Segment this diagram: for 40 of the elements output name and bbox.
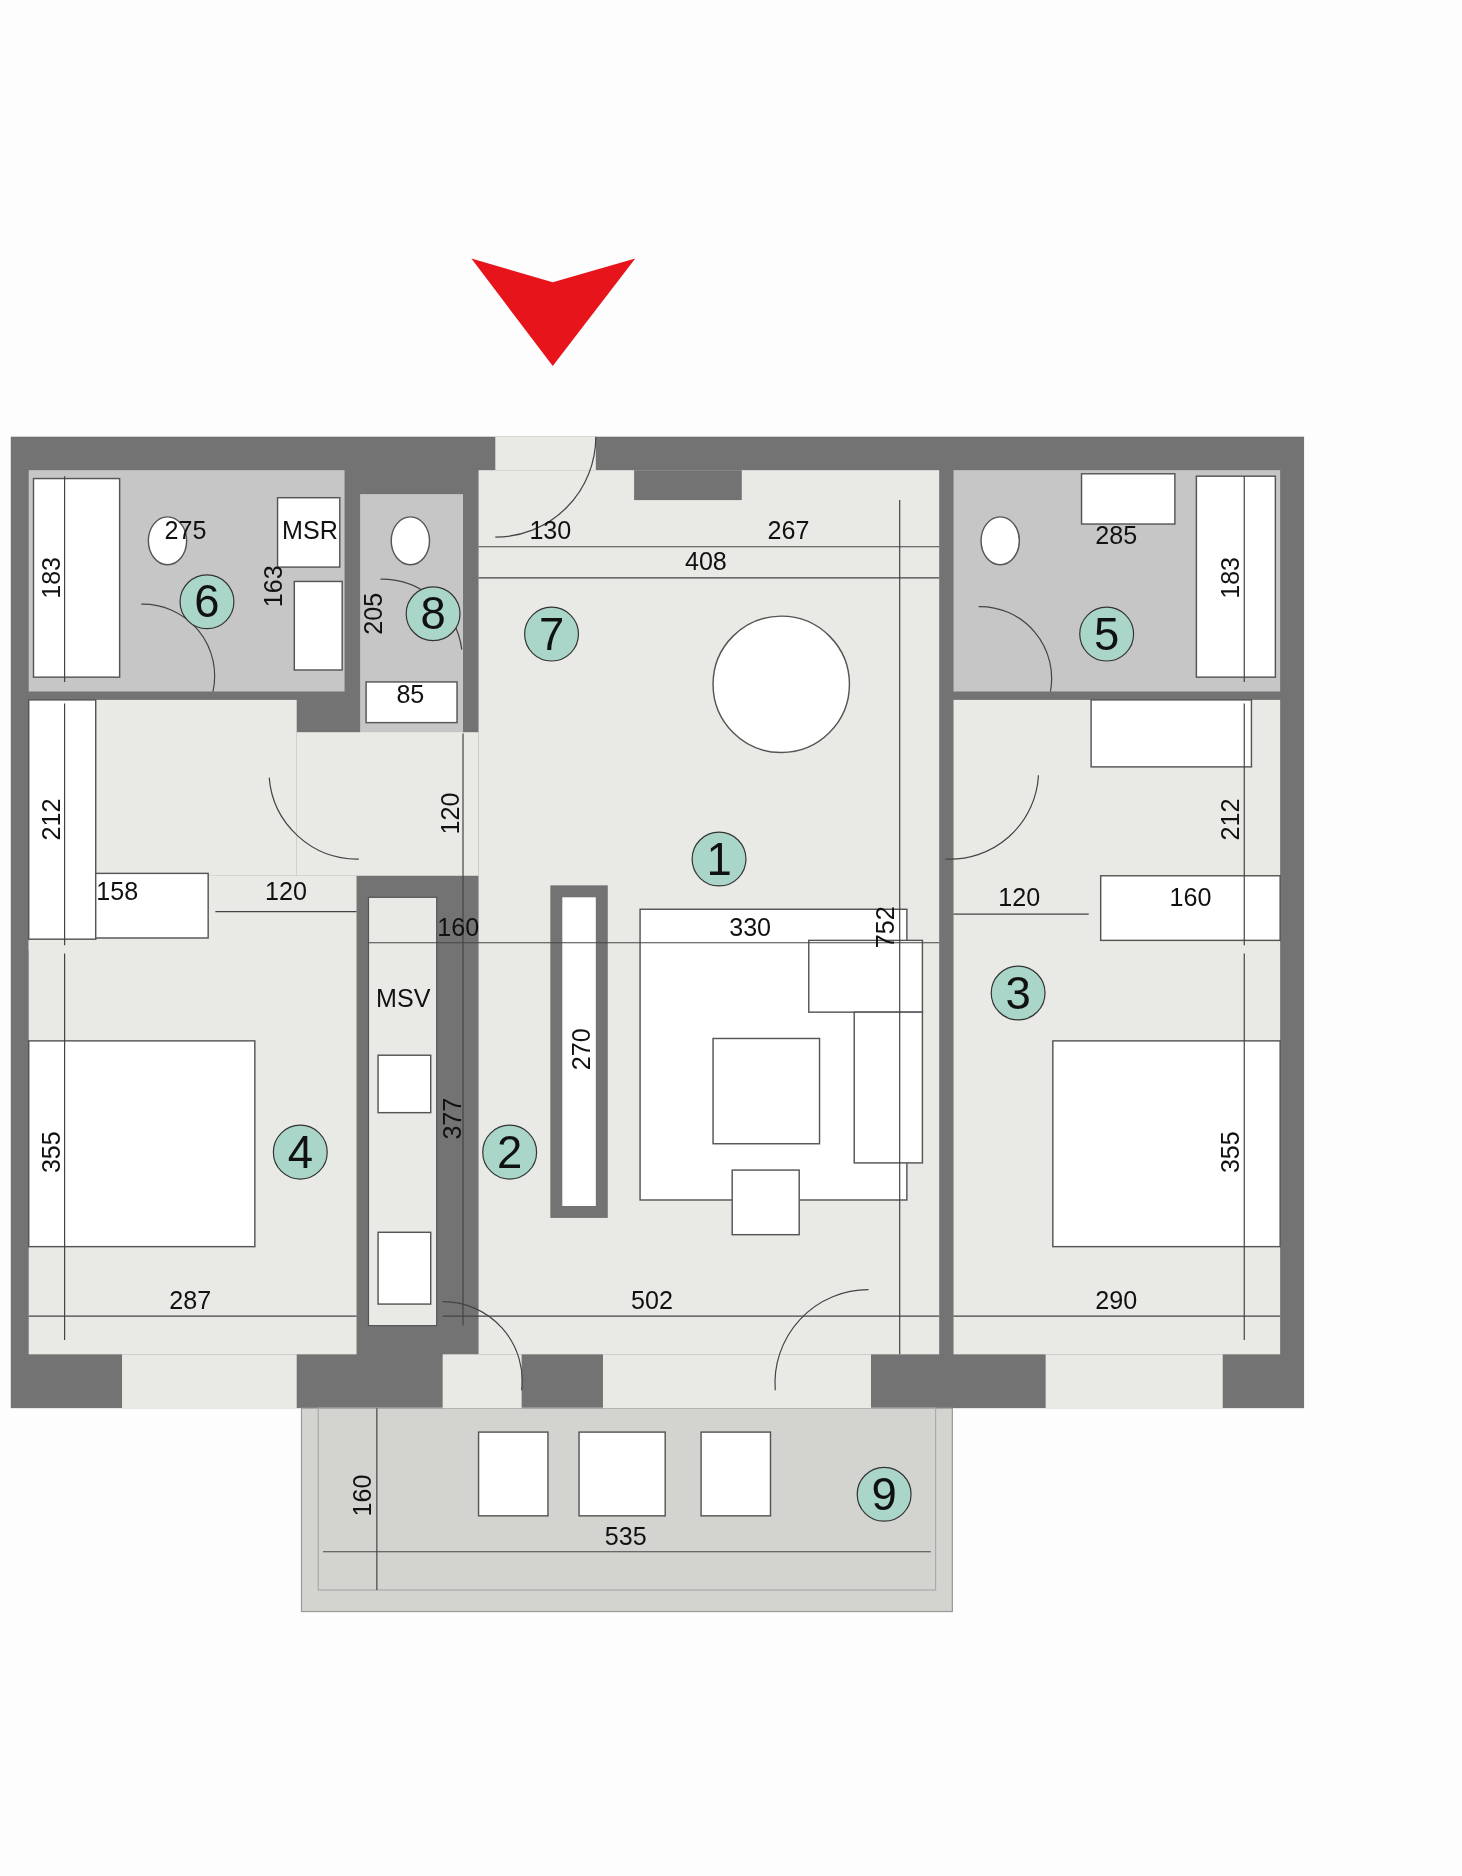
- room-number: 7: [538, 611, 565, 657]
- room-label: MSR: [281, 517, 338, 543]
- dimension-label: 120: [998, 884, 1041, 910]
- dimension-label: 163: [260, 565, 286, 608]
- room-number: 9: [871, 1471, 897, 1518]
- dimension-label: 160: [437, 914, 480, 940]
- dimension-label: 120: [437, 792, 463, 835]
- room-number: 4: [287, 1129, 313, 1175]
- dimension-label: 275: [164, 517, 207, 543]
- dimension-label: 85: [396, 681, 425, 707]
- dimension-label: 130: [529, 517, 572, 543]
- dimension-label: 285: [1095, 522, 1138, 548]
- dimension-label: 287: [169, 1287, 212, 1314]
- dimension-label: 212: [1217, 798, 1243, 841]
- room-number: 3: [1005, 970, 1031, 1016]
- dimension-label: 502: [631, 1287, 673, 1314]
- dimension-label: 377: [439, 1097, 465, 1140]
- dimension-label: 158: [96, 878, 139, 904]
- dimension-label: 183: [1217, 556, 1243, 599]
- dimension-label: 330: [729, 914, 772, 940]
- room-number: 2: [497, 1129, 523, 1175]
- room-number: 1: [706, 836, 732, 882]
- dimension-label: 752: [872, 906, 898, 949]
- dimension-label: 355: [1217, 1131, 1243, 1174]
- dimension-label: 160: [349, 1474, 376, 1517]
- dimension-label: 290: [1095, 1287, 1138, 1314]
- dimension-label: 120: [264, 878, 307, 904]
- dimension-label: 212: [38, 798, 64, 841]
- room-number: 6: [194, 579, 220, 625]
- room-label: MSV: [375, 985, 431, 1011]
- dimension-label: 408: [684, 548, 727, 574]
- dimension-label: 267: [767, 517, 810, 543]
- dimension-label: 355: [38, 1131, 64, 1174]
- room-number: 5: [1094, 611, 1120, 657]
- dimension-label: 270: [568, 1028, 594, 1071]
- dimension-label: 160: [1169, 884, 1212, 910]
- dimension-label: 535: [604, 1523, 647, 1549]
- room-number: 8: [420, 591, 446, 637]
- dimension-label: 183: [38, 556, 64, 599]
- dimension-label: 205: [360, 592, 386, 635]
